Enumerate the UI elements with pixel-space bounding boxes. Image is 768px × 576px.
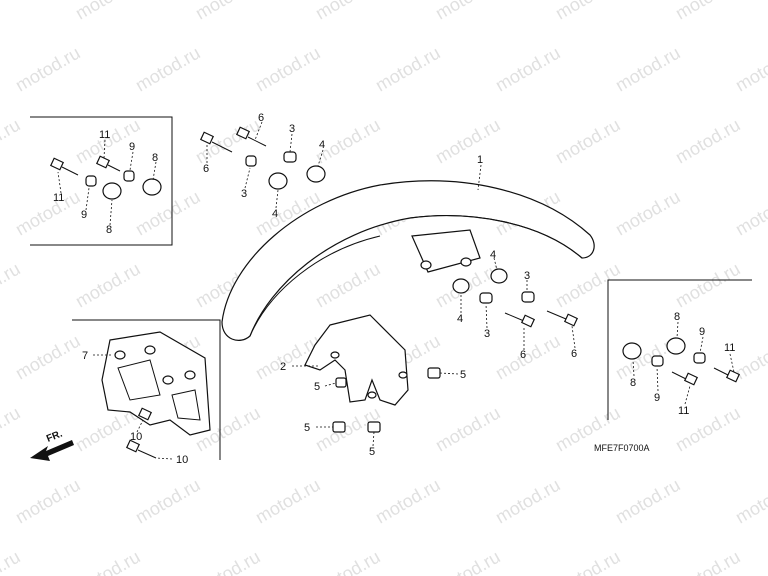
callout-4: 4 (490, 249, 496, 261)
callout-5: 5 (460, 369, 466, 381)
callout-6: 6 (520, 349, 526, 361)
callout-11: 11 (724, 342, 735, 354)
watermark-text: motod.ru (0, 115, 24, 168)
callout-5: 5 (304, 422, 310, 434)
watermark-text: motod.ru (612, 187, 684, 240)
callout-8: 8 (106, 224, 112, 236)
diagram-code: MFE7F0700A (594, 443, 650, 453)
watermark-text: motod.ru (372, 475, 444, 528)
watermark-text: motod.ru (492, 331, 564, 384)
callout-4: 4 (457, 313, 463, 325)
watermark-text: motod.ru (552, 115, 624, 168)
callout-3: 3 (524, 270, 530, 282)
front-arrow-label: FR. (45, 428, 64, 444)
watermark-text: motod.ru (312, 547, 384, 576)
watermark-text: motod.ru (492, 43, 564, 96)
watermark-text: motod.ru (432, 115, 504, 168)
callout-9: 9 (654, 392, 660, 404)
callout-7: 7 (82, 350, 88, 362)
watermark-text: motod.ru (12, 187, 84, 240)
watermark-text: motod.ru (432, 547, 504, 576)
callout-4: 4 (272, 208, 278, 220)
watermark-text: motod.ru (0, 403, 24, 456)
watermark-text: motod.ru (672, 547, 744, 576)
callout-3: 3 (289, 123, 295, 135)
watermark-text: motod.ru (0, 547, 24, 576)
watermark-text: motod.ru (312, 259, 384, 312)
callout-labels: 1 2 3 3 3 3 4 4 4 4 5 5 5 5 6 6 6 6 7 8 … (53, 112, 735, 466)
watermark-text: motod.ru (0, 259, 24, 312)
callout-4: 4 (319, 139, 325, 151)
callout-3: 3 (241, 188, 247, 200)
callout-8: 8 (630, 377, 636, 389)
front-arrow: FR. (30, 428, 74, 461)
callout-1: 1 (477, 154, 483, 166)
front-fender (221, 180, 595, 341)
callout-11: 11 (53, 192, 64, 204)
inset-frame-top-left (30, 116, 173, 246)
watermark-text: motod.ru (732, 43, 768, 96)
watermark-text: motod.ru (672, 0, 744, 23)
watermark-text: motod.ru (552, 259, 624, 312)
callout-5: 5 (369, 446, 375, 458)
watermark-text: motod.ru (312, 0, 384, 23)
watermark-text: motod.ru (0, 0, 24, 23)
callout-10: 10 (176, 454, 188, 466)
watermark-text: motod.ru (732, 187, 768, 240)
watermark-text: motod.ru (132, 187, 204, 240)
watermark-text: motod.ru (672, 259, 744, 312)
watermark-text: motod.ru (12, 331, 84, 384)
fender-bracket (101, 331, 211, 436)
callout-6: 6 (203, 163, 209, 175)
callout-9: 9 (129, 141, 135, 153)
callout-10: 10 (130, 431, 142, 443)
callout-9: 9 (81, 209, 87, 221)
callout-6: 6 (571, 348, 577, 360)
watermark-text: motod.ru (552, 0, 624, 23)
watermark-text: motod.ru (192, 547, 264, 576)
hardware (49, 126, 741, 459)
callout-2: 2 (280, 361, 286, 373)
callout-9: 9 (699, 326, 705, 338)
watermark-text: motod.ru (252, 475, 324, 528)
callout-11: 11 (678, 405, 689, 417)
inset-frame-right (607, 279, 752, 420)
callout-6: 6 (258, 112, 264, 124)
fender-stay (304, 314, 409, 406)
watermark-text: motod.ru (432, 403, 504, 456)
callout-8: 8 (674, 311, 680, 323)
watermark-text: motod.ru (672, 115, 744, 168)
watermark-text: motod.ru (492, 475, 564, 528)
watermark-text: motod.ru (12, 475, 84, 528)
watermark-text: motod.ru (552, 547, 624, 576)
watermark-text: motod.ru (612, 475, 684, 528)
watermark-text: motod.ru (132, 475, 204, 528)
watermark-text: motod.ru (192, 0, 264, 23)
inset-frame-bottom-left (72, 319, 221, 460)
callout-3: 3 (484, 328, 490, 340)
leader-lines (57, 121, 735, 460)
watermark-text: motod.ru (132, 43, 204, 96)
callout-8: 8 (152, 152, 158, 164)
watermark-text: motod.ru (372, 43, 444, 96)
watermark-text: motod.ru (612, 43, 684, 96)
watermark-text: motod.ru (72, 259, 144, 312)
callout-11: 11 (99, 129, 110, 141)
callout-5: 5 (314, 381, 320, 393)
watermark-text: motod.ru (12, 43, 84, 96)
watermark-text: motod.ru (432, 0, 504, 23)
watermark-text: motod.ru (252, 43, 324, 96)
watermark-text: motod.ru (732, 475, 768, 528)
watermark-text: motod.ru (72, 547, 144, 576)
watermark-text: motod.ru (72, 0, 144, 23)
